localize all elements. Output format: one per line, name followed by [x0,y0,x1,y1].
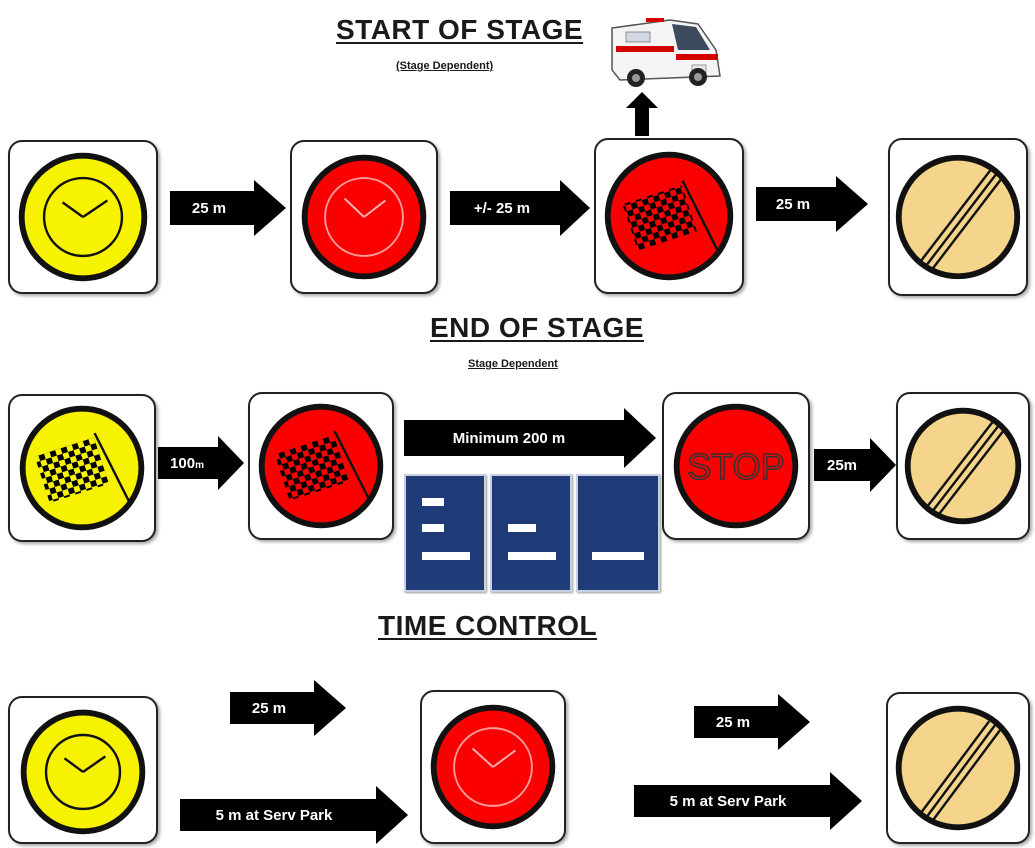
arrow-head [778,694,810,750]
arrow-head [560,180,590,236]
arrow-25m: 25 m [756,176,868,232]
arrow-label: 5 m at Serv Park [180,799,376,831]
arrow-head [314,680,346,736]
arrow-head [830,772,862,830]
arrow-label: 25 m [694,706,778,738]
arrow-head [254,180,286,236]
end-of-stage-subtitle: Stage Dependent [468,358,558,370]
finish-panel [404,474,486,592]
arrow-25m: 25 m [170,180,286,236]
end-of-zone-sign [888,138,1028,296]
panel-dash [422,498,444,506]
red-checkered-flag-sign [248,392,394,540]
end-of-stage-title: END OF STAGE [430,312,644,343]
finish-panel [490,474,572,592]
arrow-head [624,408,656,468]
yellow-clock-sign [8,696,158,844]
arrow-minimum-200m: Minimum 200 m [404,408,656,468]
panel-dash [508,552,556,560]
arrow-label: 25 m [230,692,314,724]
time-control-title: TIME CONTROL [378,610,598,641]
panel-dash [422,524,444,532]
arrow-5m-serv-park: 5 m at Serv Park [180,786,408,844]
arrow-plus-minus-25m: +/- 25 m [450,180,590,236]
arrow-label: +/- 25 m [450,191,560,225]
end-of-zone-sign [886,692,1030,844]
arrow-label: 5 m at Serv Park [634,785,830,817]
arrow-25m: 25m [814,438,896,492]
start-of-stage-subtitle: (Stage Dependent) [396,60,494,72]
yellow-clock-sign [8,140,158,294]
panel-dash [422,552,470,560]
arrow-unit: m [195,459,204,471]
panel-dash [592,552,644,560]
stop-label: STOP [687,445,786,488]
arrow-label: 25 m [756,187,836,221]
red-clock-sign [290,140,438,294]
finish-line-boards [404,474,660,592]
ambulance-icon [606,10,726,94]
arrow-head [870,438,896,492]
start-of-stage-title: START OF STAGE [336,14,584,45]
yellow-checkered-flag-sign [8,394,156,542]
end-of-zone-sign [896,392,1030,540]
red-clock-sign [420,690,566,844]
arrow-25m: 25 m [230,680,346,736]
arrow-label: 25m [814,449,870,481]
arrow-label: 25 m [170,191,254,225]
up-arrow-icon [626,92,658,136]
arrow-label: Minimum 200 m [404,420,624,456]
finish-panel [576,474,660,592]
arrow-head [836,176,868,232]
arrow-head [376,786,408,844]
arrow-25m: 25 m [694,694,810,750]
stop-sign: STOP [662,392,810,540]
arrow-head [218,436,244,490]
arrow-value: 100 [170,454,196,472]
arrow-5m-serv-park: 5 m at Serv Park [634,772,862,830]
panel-dash [508,524,536,532]
red-checkered-flag-sign [594,138,744,294]
